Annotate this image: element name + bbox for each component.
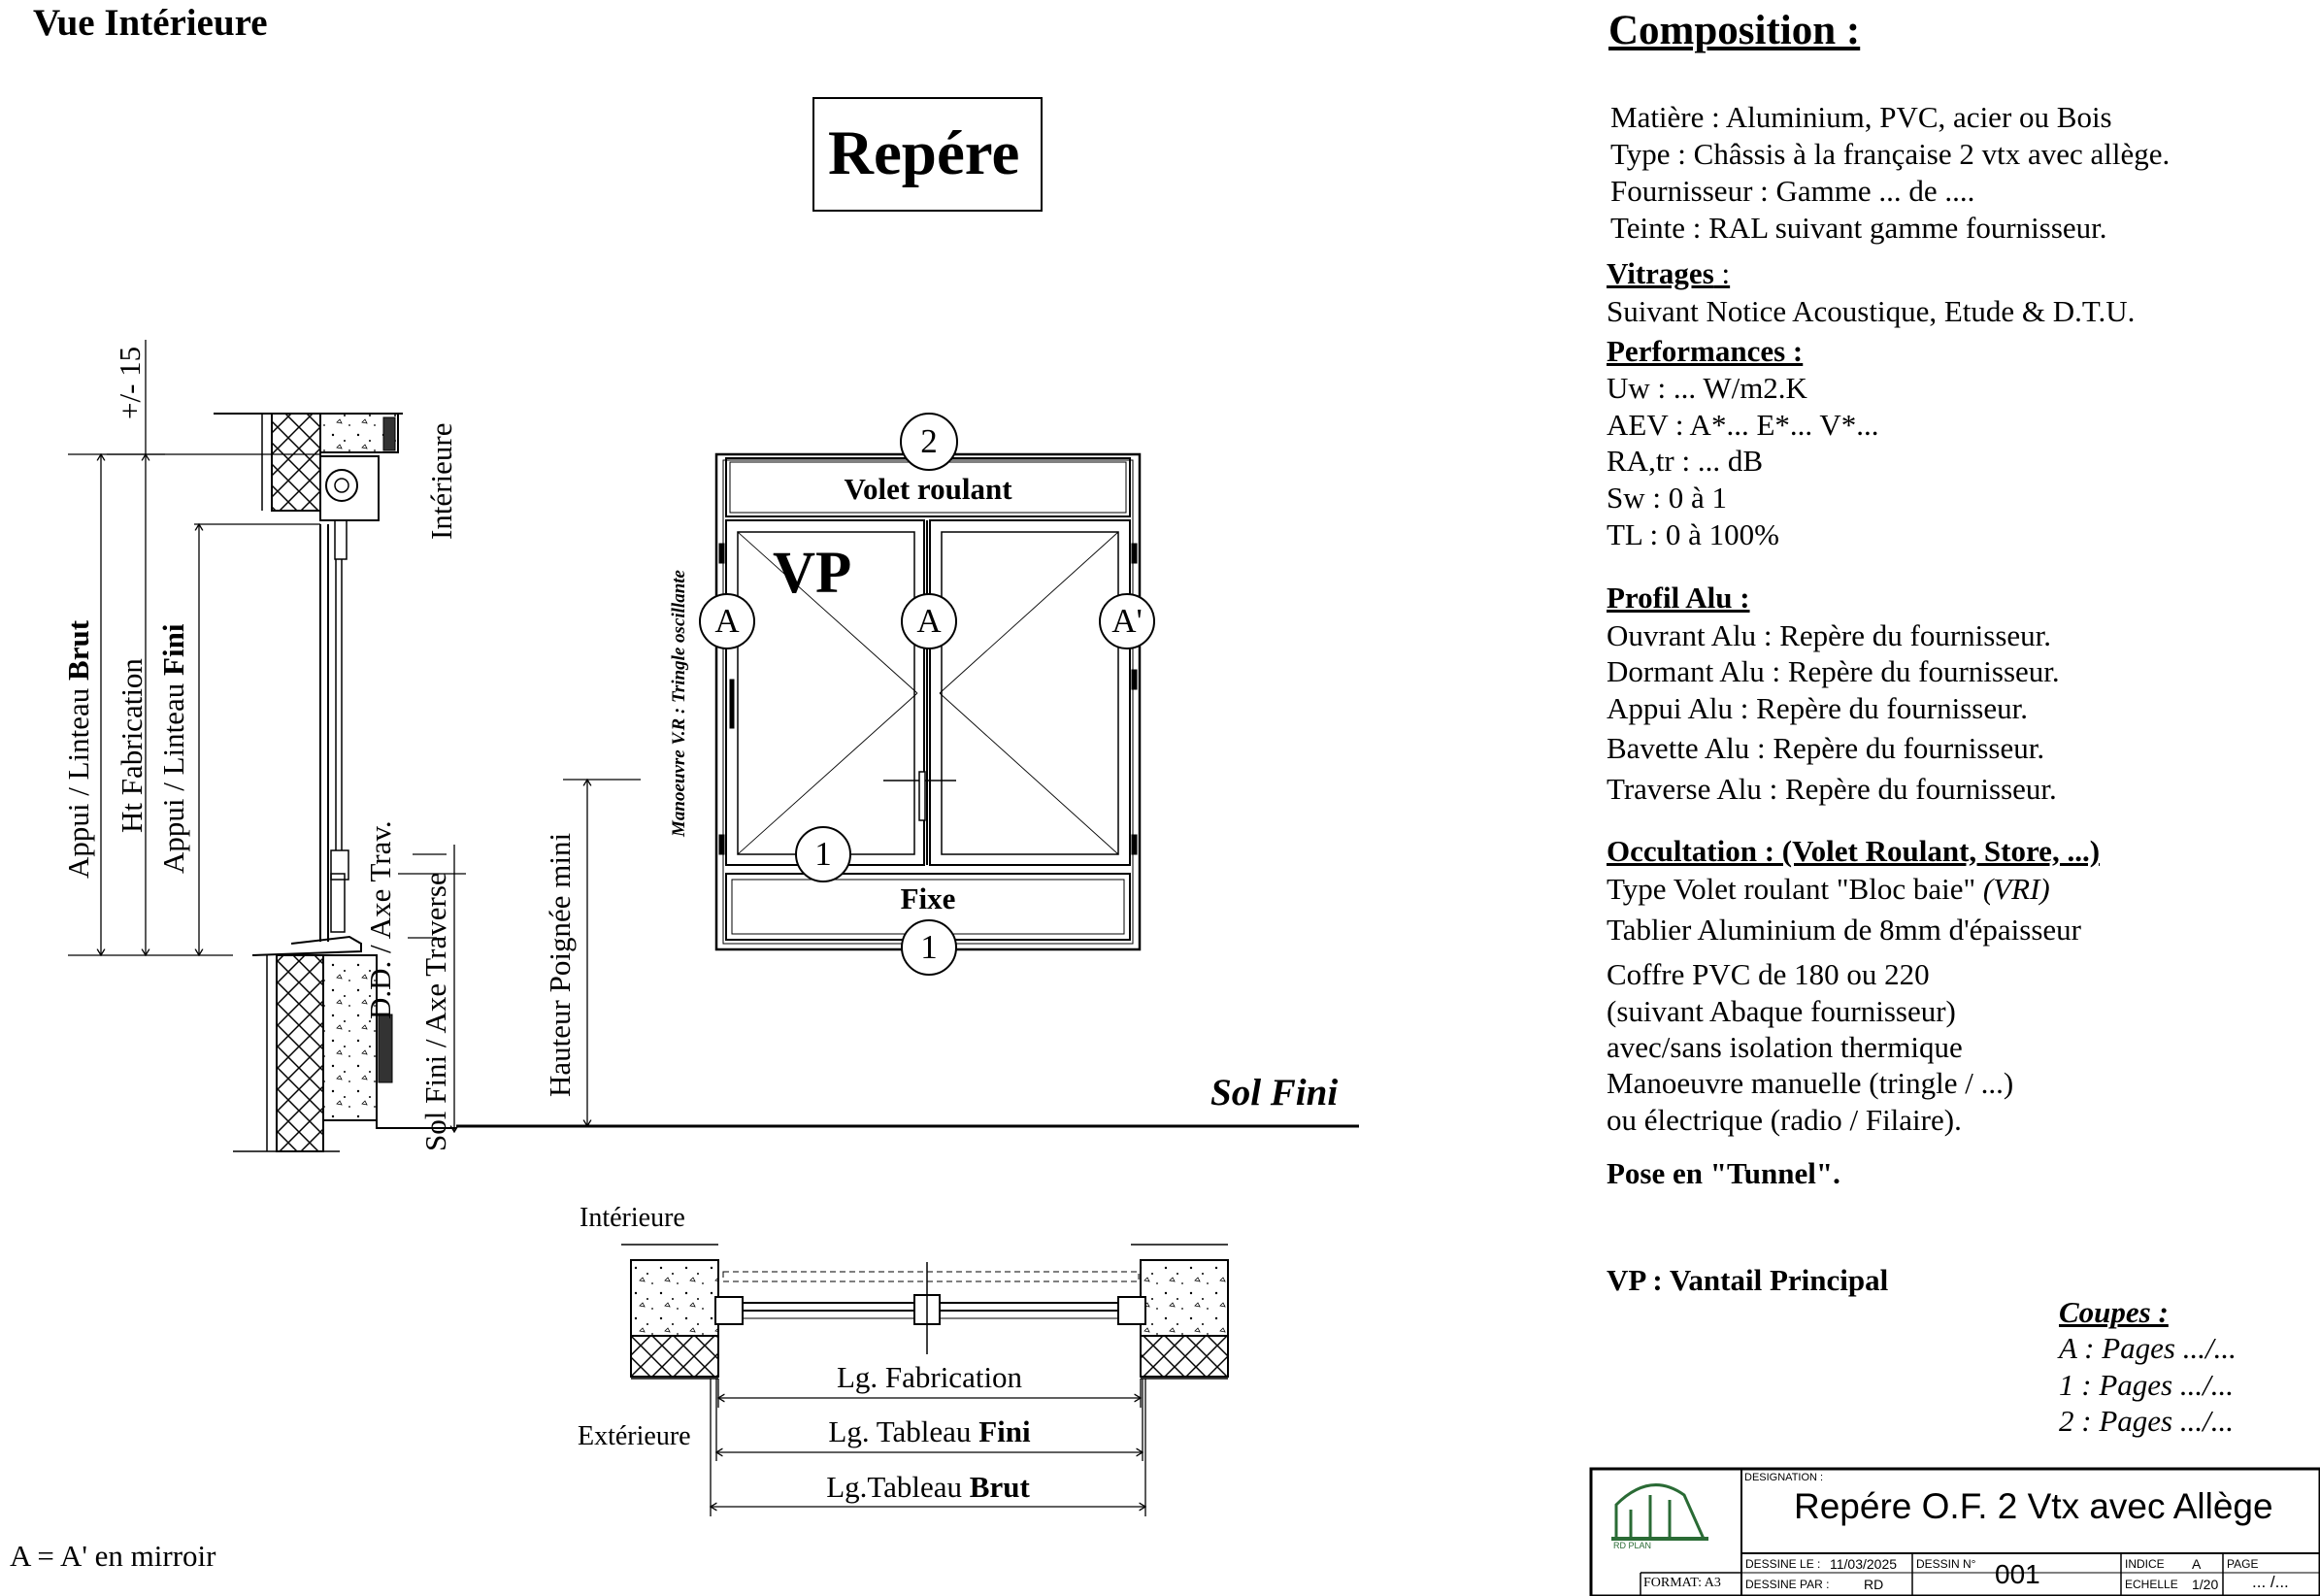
echelle-value: 1/20: [2192, 1577, 2219, 1592]
hauteur-poignee-label: Hauteur Poignée mini: [543, 832, 577, 1097]
profil-ouvrant: Ouvrant Alu : Repère du fournisseur.: [1607, 618, 2052, 652]
indice-label: INDICE: [2125, 1557, 2165, 1571]
dessin-no-label: DESSIN N°: [1916, 1557, 1976, 1571]
vp-note: VP : Vantail Principal: [1607, 1263, 1889, 1297]
vitrages-text: Suivant Notice Acoustique, Etude & D.T.U…: [1607, 294, 2136, 328]
profil-traverse: Traverse Alu : Repère du fournisseur.: [1607, 772, 2057, 806]
coupes-heading: Coupes :: [2059, 1295, 2169, 1329]
marker-circle-a-middle: [901, 593, 957, 649]
occultation-tablier: Tablier Aluminium de 8mm d'épaisseur: [1607, 913, 2081, 947]
occultation-coffre: Coffre PVC de 180 ou 220: [1607, 957, 1930, 991]
page-value: ... /...: [2252, 1573, 2289, 1591]
interieure-section-label: Intérieure: [424, 422, 458, 540]
title-block-frame: [1589, 1467, 2320, 1596]
marker-a-left-text: A: [714, 602, 740, 640]
window-elevation: [699, 413, 1155, 976]
performance-aev: AEV : A*... E*... V*...: [1607, 408, 1879, 442]
occultation-electrique: ou électrique (radio / Filaire).: [1607, 1103, 1962, 1137]
rd-plan-logo: [1611, 1483, 1708, 1541]
performance-tl: TL : 0 à 100%: [1607, 517, 1779, 551]
fixe-label: Fixe: [900, 881, 956, 915]
repere-frame: [812, 97, 1043, 212]
marker-circle-a-left: [699, 593, 755, 649]
designation-value: Repére O.F. 2 Vtx avec Allège: [1794, 1486, 2273, 1526]
indice-value: A: [2192, 1556, 2202, 1572]
marker-1-upper-text: 1: [814, 835, 832, 873]
profil-appui: Appui Alu : Repère du fournisseur.: [1607, 691, 2028, 725]
composition-line-3: Fournisseur : Gamme ... de ....: [1610, 174, 1975, 208]
tolerance-label: +/- 15: [113, 346, 147, 419]
marker-a-prime-text: A': [1111, 602, 1143, 640]
occultation-isolation: avec/sans isolation thermique: [1607, 1030, 1963, 1064]
page-label: PAGE: [2227, 1557, 2259, 1571]
performance-uw: Uw : ... W/m2.K: [1607, 371, 1807, 405]
repere-label: Repére: [828, 118, 1020, 188]
marker-circle-1-upper: [795, 826, 851, 882]
vp-label: VP: [773, 541, 852, 606]
composition-line-4: Teinte : RAL suivant gamme fournisseur.: [1610, 211, 2107, 245]
mirror-note: A = A' en mirroir: [10, 1539, 216, 1573]
dessine-le-value: 11/03/2025: [1830, 1556, 1898, 1572]
marker-circle-a-prime: [1099, 593, 1155, 649]
ht-fabrication-label: Ht Fabrication: [115, 658, 149, 833]
marker-a-middle-text: A: [916, 602, 942, 640]
sol-axe-label: Sol Fini / Axe Traverse: [418, 872, 452, 1151]
marker-1-lower-text: 1: [920, 928, 938, 966]
lg-tableau-brut-label: Lg.Tableau Brut: [826, 1470, 1030, 1504]
volet-roulant-label: Volet roulant: [844, 472, 1012, 506]
lg-fabrication-label: Lg. Fabrication: [836, 1360, 1023, 1394]
lg-tableau-fini-label: Lg. Tableau Fini: [828, 1414, 1031, 1448]
dessin-no-value: 001: [1995, 1559, 2040, 1589]
echelle-label: ECHELLE: [2125, 1578, 2178, 1591]
profil-bavette: Bavette Alu : Repère du fournisseur.: [1607, 731, 2045, 765]
marker-2-text: 2: [920, 422, 938, 460]
coupe-1: 1 : Pages .../...: [2059, 1368, 2234, 1402]
performance-sw: Sw : 0 à 1: [1607, 481, 1727, 515]
vitrages-heading: Vitrages :: [1607, 256, 1731, 290]
logo-text: RD PLAN: [1613, 1541, 1652, 1550]
performance-ratr: RA,tr : ... dB: [1607, 444, 1764, 478]
composition-line-1: Matière : Aluminium, PVC, acier ou Bois: [1610, 100, 2112, 134]
manoeuvre-vr-label: Manoeuvre V.R : Tringle oscillante: [669, 570, 689, 837]
coupe-a: A : Pages .../...: [2059, 1331, 2237, 1365]
plan-view: [621, 1244, 1229, 1516]
page-title: Vue Intérieure: [33, 2, 268, 44]
plan-exterieure-label: Extérieure: [578, 1421, 691, 1451]
occultation-abaque: (suivant Abaque fournisseur): [1607, 994, 1956, 1028]
coupe-2: 2 : Pages .../...: [2059, 1404, 2234, 1438]
section-view: [68, 340, 466, 1152]
occultation-heading: Occultation : (Volet Roulant, Store, ...…: [1607, 834, 2101, 868]
pose-tunnel: Pose en "Tunnel".: [1607, 1156, 1840, 1190]
composition-line-2: Type : Châssis à la française 2 vtx avec…: [1610, 137, 2171, 171]
dessine-par-label: DESSINE PAR :: [1745, 1578, 1830, 1591]
appui-fini-label: Appui / Linteau Fini: [156, 623, 190, 874]
occultation-type: Type Volet roulant "Bloc baie" (VRI): [1607, 872, 2050, 906]
marker-circle-1-lower: [901, 919, 957, 976]
profil-dormant: Dormant Alu : Repère du fournisseur.: [1607, 654, 2060, 688]
dd-axe-label: D.D. / Axe Trav.: [363, 820, 397, 1019]
appui-brut-label: Appui / Linteau Brut: [61, 619, 95, 879]
composition-heading: Composition :: [1608, 8, 1861, 53]
format-value: FORMAT: A3: [1643, 1576, 1721, 1590]
occultation-manoeuvre: Manoeuvre manuelle (tringle / ...): [1607, 1066, 2014, 1100]
handle-height-dimension: [563, 780, 641, 1126]
profil-alu-heading: Profil Alu :: [1607, 581, 1750, 615]
marker-circle-2: [900, 413, 958, 471]
designation-label: DESIGNATION :: [1744, 1472, 1824, 1483]
performances-heading: Performances :: [1607, 334, 1804, 368]
dessine-par-value: RD: [1864, 1577, 1884, 1592]
dessine-le-label: DESSINE LE :: [1745, 1557, 1821, 1571]
plan-interieure-label: Intérieure: [580, 1203, 685, 1233]
sol-fini-label: Sol Fini: [1210, 1072, 1339, 1114]
